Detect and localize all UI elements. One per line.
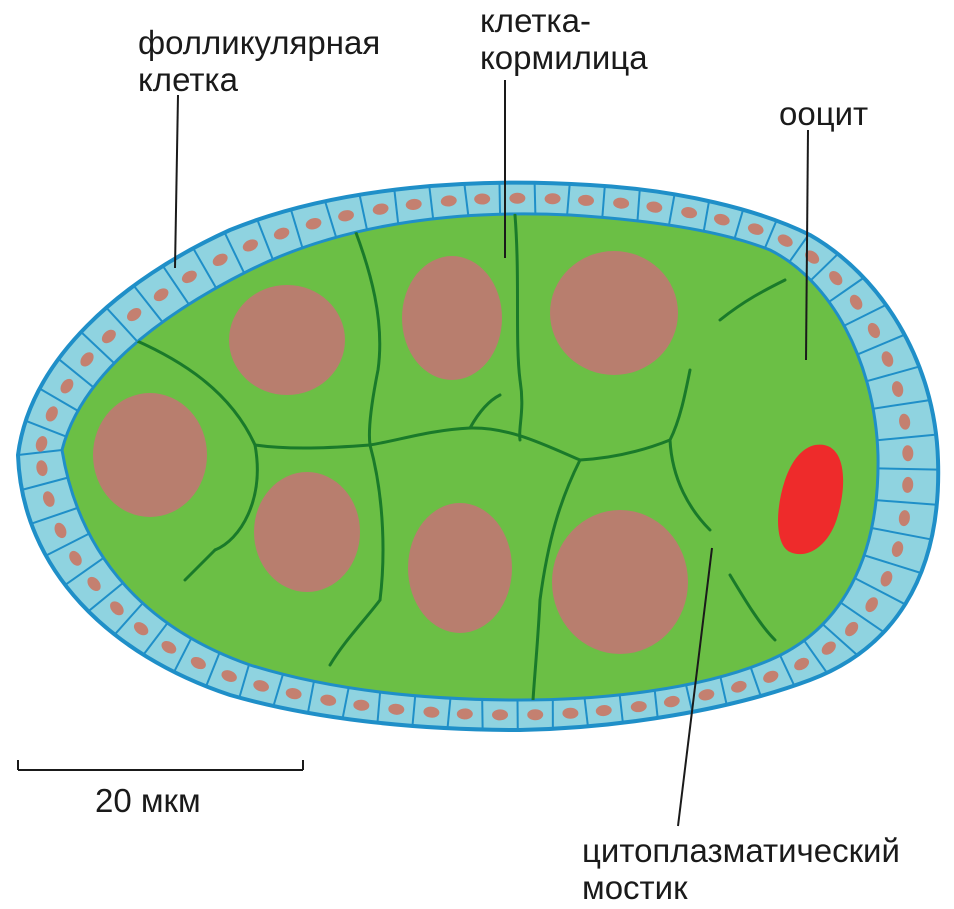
label-oocyte: ооцит [779,95,868,132]
label-cytoplasmic-bridge: цитоплазматический мостик [582,832,900,906]
label-follicular-cell-line1: фолликулярная [138,24,380,61]
label-nurse-cell-line1: клетка- [480,2,648,39]
scale-bar [18,760,303,770]
nurse-nucleus [229,285,345,395]
follicle-cell-nucleus [527,709,543,720]
label-cytoplasmic-bridge-line1: цитоплазматический [582,832,900,869]
follicle-cell-boundary [535,183,536,214]
nurse-nucleus [254,472,360,592]
label-nurse-cell-line2: кормилица [480,39,648,76]
scale-bar-label: 20 мкм [95,782,201,819]
nurse-nucleus [550,251,678,375]
follicle-cell-nucleus [562,708,578,719]
nurse-nucleus [552,510,688,654]
nurse-nucleus [408,503,512,633]
pointer-follicular-cell [175,95,178,268]
follicle-cell-boundary [499,183,500,214]
label-follicular-cell-line2: клетка [138,61,380,98]
nurse-nucleus [93,393,207,517]
label-follicular-cell: фолликулярная клетка [138,24,380,98]
follicle-cell-boundary [878,468,938,469]
label-cytoplasmic-bridge-line2: мостик [582,869,900,906]
nurse-nucleus [402,256,502,380]
label-nurse-cell: клетка- кормилица [480,2,648,76]
